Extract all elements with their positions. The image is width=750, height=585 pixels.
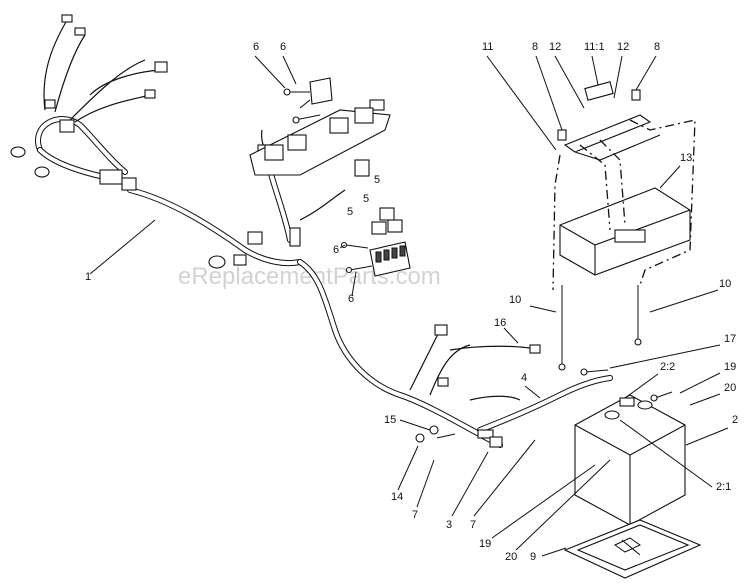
callout-5b: 5 — [363, 193, 369, 205]
fuse-block — [340, 207, 411, 277]
callout-5c: 5 — [347, 206, 353, 218]
callout-11: 11 — [482, 41, 493, 53]
callout-20a: 20 — [724, 382, 736, 394]
callout-10b: 10 — [719, 278, 731, 290]
callout-6d: 6 — [348, 293, 354, 305]
callout-8b: 8 — [654, 41, 660, 53]
battery-cover — [559, 187, 691, 276]
hold-down-bracket — [557, 81, 661, 161]
callout-11-1: 11:1 — [584, 41, 605, 53]
harness-connectors — [10, 14, 541, 387]
callout-3: 3 — [446, 519, 452, 531]
callout-7b: 7 — [470, 519, 476, 531]
hardware-bolts — [415, 368, 673, 448]
screw-6-upper — [283, 88, 321, 124]
callout-19a: 19 — [724, 361, 736, 373]
callout-7a: 7 — [412, 509, 418, 521]
callout-19b: 19 — [479, 538, 491, 550]
callout-14: 14 — [391, 491, 403, 503]
battery — [574, 394, 686, 526]
leader-lines — [89, 55, 729, 557]
callout-13: 13 — [680, 152, 692, 164]
callout-5a: 5 — [374, 174, 380, 186]
callout-9: 9 — [530, 551, 536, 563]
callout-2-2: 2:2 — [660, 361, 675, 373]
j-bolts — [558, 285, 642, 371]
assembly-lines — [552, 119, 696, 291]
battery-tray — [563, 519, 702, 579]
callout-4: 4 — [521, 372, 527, 384]
callout-2: 2 — [732, 414, 738, 426]
relay-bracket-assembly — [249, 77, 391, 176]
callout-10a: 10 — [509, 294, 521, 306]
callout-20b: 20 — [505, 551, 517, 563]
callout-15: 15 — [384, 414, 396, 426]
callout-6a: 6 — [253, 41, 259, 53]
callout-8a: 8 — [532, 41, 538, 53]
callout-17: 17 — [724, 333, 736, 345]
callout-16: 16 — [494, 317, 506, 329]
wiring-harness — [35, 14, 613, 448]
callout-1: 1 — [85, 271, 91, 283]
callout-6b: 6 — [280, 41, 286, 53]
callout-12a: 12 — [549, 41, 561, 53]
callout-2-1: 2:1 — [716, 481, 731, 493]
callout-6c: 6 — [333, 244, 339, 256]
callout-12b: 12 — [617, 41, 629, 53]
